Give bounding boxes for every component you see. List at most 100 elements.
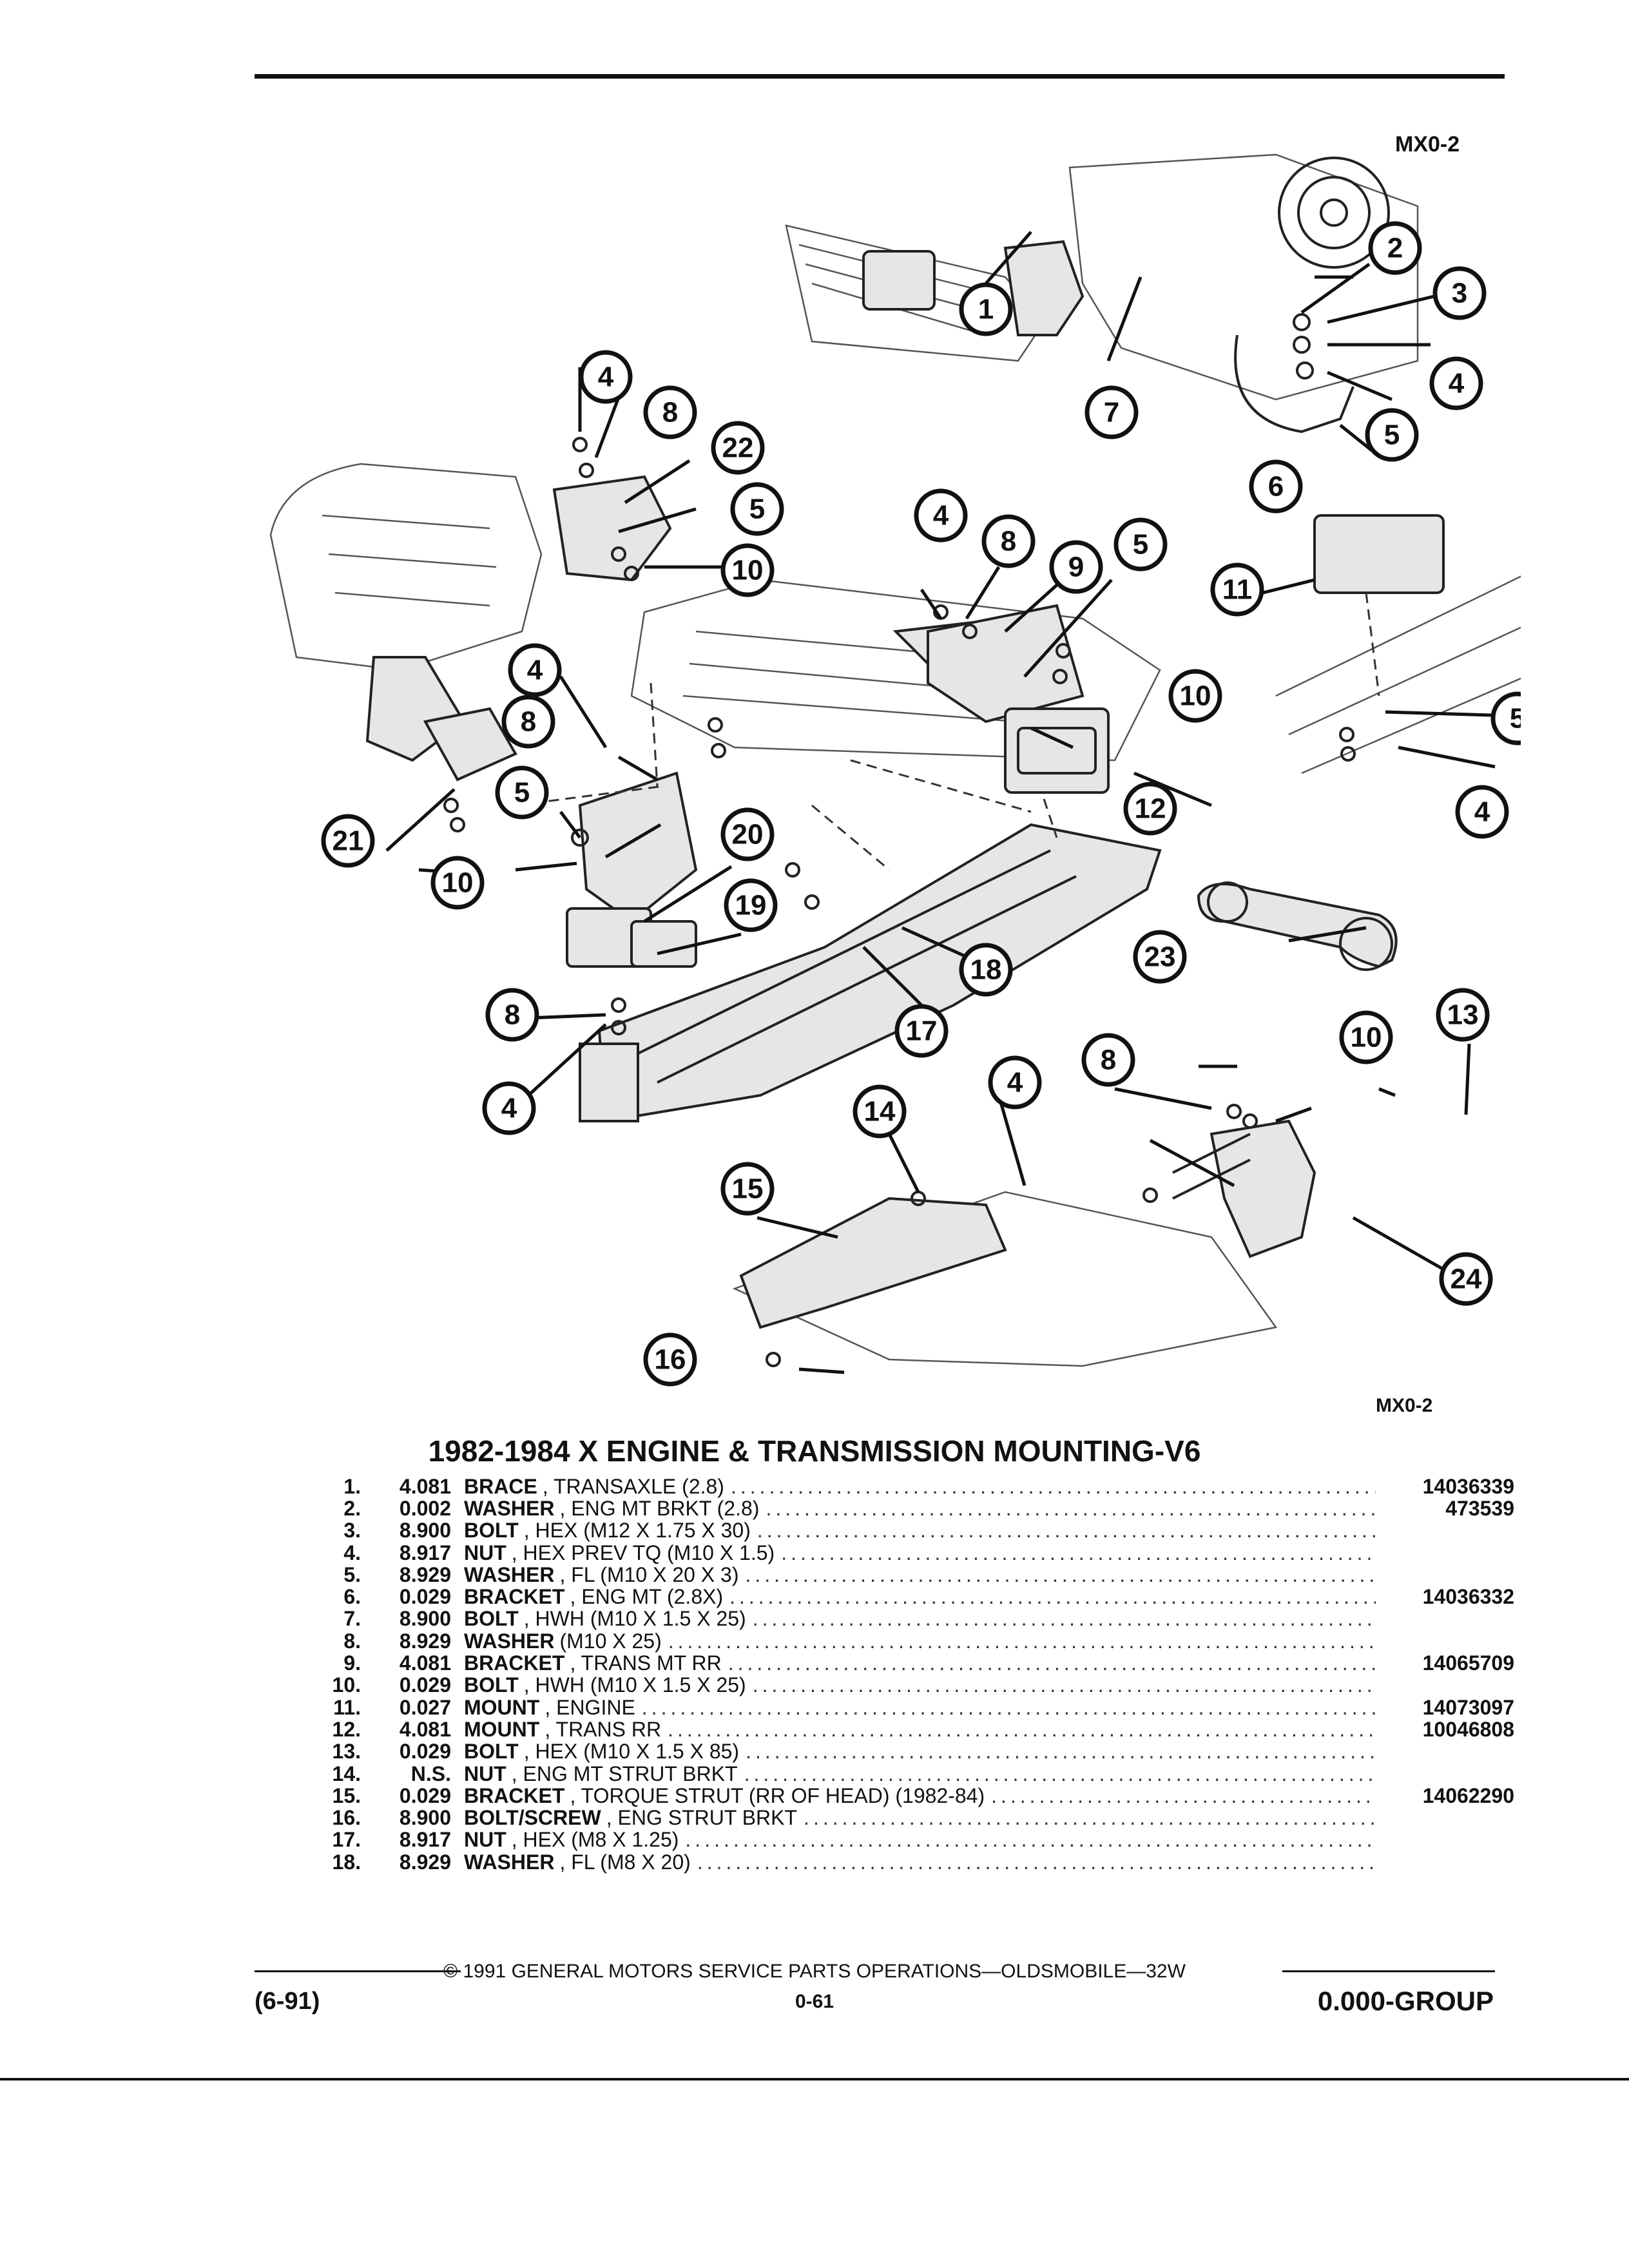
part-name: WASHER	[464, 1496, 555, 1520]
leader-dots: ........................................…	[744, 1762, 1376, 1785]
leader-dots: ........................................…	[991, 1783, 1376, 1807]
svg-text:5: 5	[1384, 419, 1400, 451]
part-code: N.S.	[410, 1762, 451, 1785]
leader-dots: ........................................…	[752, 1607, 1376, 1631]
part-description: WASHER, ENG MT BRKT (2.8)...............…	[464, 1497, 1376, 1521]
part-name: BRACKET	[464, 1651, 565, 1675]
part-description: BRACE, TRANSAXLE (2.8)..................…	[464, 1475, 1376, 1499]
part-detail: , ENG STRUT BRKT	[606, 1806, 798, 1830]
part-description: MOUNT, TRANS RR.........................…	[464, 1718, 1376, 1742]
part-number: 14036339	[1422, 1474, 1514, 1498]
part-index: 2.	[343, 1496, 361, 1520]
part-name: NUT	[464, 1828, 506, 1852]
part-detail: , ENG MT BRKT (2.8)	[559, 1496, 760, 1520]
bottom-rule	[0, 2078, 1629, 2081]
part-index: 18.	[332, 1850, 361, 1874]
leader-dots: ........................................…	[757, 1519, 1376, 1542]
callout-3: 3	[1432, 266, 1487, 320]
part-index: 6.	[343, 1585, 361, 1609]
svg-text:9: 9	[1068, 552, 1084, 583]
part-name: WASHER	[464, 1629, 555, 1653]
callout-19: 19	[724, 878, 778, 932]
svg-text:5: 5	[749, 494, 765, 525]
callout-2: 2	[1368, 221, 1422, 275]
svg-text:4: 4	[598, 361, 614, 393]
callout-4-a: 4	[1429, 356, 1483, 410]
svg-text:5: 5	[1510, 703, 1521, 735]
svg-text:5: 5	[1133, 529, 1148, 561]
footer-rule-right	[1282, 1970, 1495, 1972]
callout-5-c: 5	[1113, 517, 1168, 572]
svg-text:12: 12	[1135, 793, 1166, 825]
footer-rule-left	[255, 1970, 461, 1972]
part-number: 14062290	[1422, 1783, 1514, 1807]
part-name: BRACKET	[464, 1783, 565, 1807]
callout-4-c: 4	[914, 488, 968, 543]
drawing-linework	[269, 153, 1521, 1374]
svg-text:24: 24	[1451, 1264, 1482, 1295]
part-detail: , HEX (M12 X 1.75 X 30)	[523, 1519, 751, 1542]
part-number: 14073097	[1422, 1695, 1514, 1719]
part-index: 9.	[343, 1651, 361, 1675]
callout-4-f: 4	[482, 1081, 536, 1135]
svg-text:3: 3	[1452, 278, 1467, 309]
callout-4-g: 4	[988, 1055, 1042, 1110]
part-description: WASHER, FL (M10 X 20 X 3)...............…	[464, 1563, 1376, 1587]
footer-copyright: © 1991 GENERAL MOTORS SERVICE PARTS OPER…	[443, 1961, 1186, 1982]
part-code: 8.917	[399, 1828, 451, 1852]
leader-dots: ........................................…	[804, 1806, 1376, 1830]
svg-text:8: 8	[1101, 1044, 1116, 1076]
part-description: WASHER(M10 X 25)........................…	[464, 1629, 1376, 1653]
part-index: 7.	[343, 1607, 361, 1631]
part-description: BRACKET, TORQUE STRUT (RR OF HEAD) (1982…	[464, 1784, 1376, 1808]
part-name: BOLT	[464, 1740, 519, 1763]
svg-text:2: 2	[1387, 233, 1403, 264]
svg-text:4: 4	[1449, 368, 1465, 399]
footer-group: 0.000-GROUP	[1317, 1986, 1494, 2016]
svg-text:4: 4	[1007, 1067, 1023, 1099]
svg-text:23: 23	[1144, 941, 1176, 973]
leader-dots: ........................................…	[745, 1562, 1376, 1586]
part-description: NUT, HEX PREV TQ (M10 X 1.5)............…	[464, 1541, 1376, 1565]
part-detail: (M10 X 25)	[559, 1629, 662, 1653]
callout-18: 18	[959, 943, 1013, 997]
svg-text:18: 18	[970, 954, 1002, 986]
callout-10-c: 10	[430, 856, 485, 910]
part-index: 15.	[332, 1783, 361, 1807]
svg-text:10: 10	[732, 555, 764, 586]
callout-10-b: 10	[1168, 669, 1222, 723]
callout-10-a: 10	[720, 543, 775, 597]
part-description: MOUNT, ENGINE...........................…	[464, 1696, 1376, 1720]
part-name: BOLT/SCREW	[464, 1806, 601, 1830]
part-index: 17.	[332, 1828, 361, 1852]
part-name: BRACKET	[464, 1585, 565, 1609]
part-description: BRACKET, TRANS MT RR....................…	[464, 1651, 1376, 1675]
part-code: 8.900	[399, 1607, 451, 1631]
svg-text:4: 4	[527, 655, 543, 686]
part-index: 4.	[343, 1541, 361, 1564]
callout-10-d: 10	[1339, 1010, 1393, 1064]
part-detail: , ENGINE	[545, 1695, 635, 1719]
leader-dots: ........................................…	[668, 1717, 1376, 1741]
part-name: BRACE	[464, 1474, 537, 1498]
part-name: WASHER	[464, 1562, 555, 1586]
part-detail: , HWH (M10 X 1.5 X 25)	[523, 1673, 746, 1697]
callout-6: 6	[1249, 459, 1303, 514]
part-code: 0.027	[399, 1695, 451, 1719]
svg-text:8: 8	[662, 397, 678, 428]
callout-9: 9	[1049, 540, 1103, 594]
part-detail: , ENG MT STRUT BRKT	[511, 1762, 738, 1785]
svg-text:7: 7	[1104, 397, 1119, 428]
callout-13: 13	[1436, 988, 1490, 1042]
callout-20: 20	[720, 807, 775, 861]
part-code: 4.081	[399, 1474, 451, 1498]
callout-12: 12	[1123, 782, 1177, 836]
part-name: MOUNT	[464, 1717, 540, 1741]
